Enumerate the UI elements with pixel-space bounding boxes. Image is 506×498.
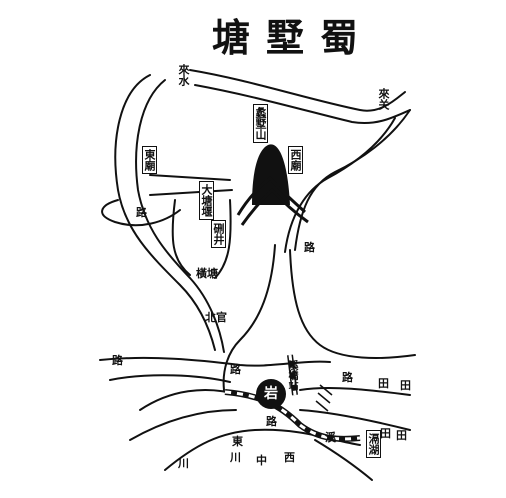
road-outer-loop bbox=[114, 74, 216, 351]
road-lower-west-2 bbox=[109, 374, 231, 383]
railway-dash bbox=[224, 390, 361, 441]
mountain-shape bbox=[236, 144, 309, 226]
mountain-label: 蠡墅山 bbox=[253, 104, 268, 143]
road-label-2: 路 bbox=[304, 241, 315, 254]
field-mark-2: 田 bbox=[400, 379, 411, 392]
bottom-mark-left: 川 bbox=[178, 457, 189, 470]
railway-north bbox=[287, 354, 298, 396]
horizontal-pond-label: 橫塘 bbox=[196, 267, 218, 280]
road-lower-right bbox=[299, 386, 411, 396]
center-mark: 中 bbox=[256, 454, 267, 467]
big-pond-label: 大塘堰 bbox=[199, 181, 214, 220]
east-temple-label: 東廟 bbox=[142, 146, 157, 174]
road-west-branch-3 bbox=[149, 189, 233, 196]
east-mark: 東 bbox=[232, 435, 243, 448]
road-lower-west bbox=[99, 356, 331, 367]
road-label-1: 路 bbox=[136, 206, 147, 219]
river-lake-label: 滆湖 bbox=[366, 430, 381, 458]
road-label-6: 路 bbox=[266, 415, 277, 428]
road-lower-left-sweep-2 bbox=[129, 409, 237, 441]
well-label: 硎井 bbox=[211, 220, 226, 248]
road-label-3: 路 bbox=[112, 354, 123, 367]
map-title: 塘墅蜀 bbox=[212, 15, 375, 60]
road-west-branch-2 bbox=[149, 174, 231, 181]
road-lower-right-2 bbox=[299, 409, 411, 431]
field-mark-1: 田 bbox=[378, 377, 389, 390]
bridge-label: 北官 bbox=[205, 311, 227, 324]
bottom-mark-mid: 川 bbox=[230, 451, 241, 464]
field-mark-4: 田 bbox=[396, 429, 407, 442]
road-well-link bbox=[171, 199, 191, 276]
road-top-arc-inner bbox=[194, 84, 411, 124]
road-central-2 bbox=[289, 249, 416, 359]
road-outer-loop-inner bbox=[135, 79, 225, 353]
road-right-descend-inner bbox=[284, 117, 396, 253]
road-lower-right-3 bbox=[314, 439, 373, 481]
creek-label: 溪 bbox=[325, 431, 336, 444]
west-temple-label: 西廟 bbox=[288, 146, 303, 174]
road-label-5: 路 bbox=[342, 371, 353, 384]
road-right-descend bbox=[294, 109, 411, 251]
station-label: 溪橋站 bbox=[286, 360, 297, 390]
road-west-branch bbox=[101, 199, 181, 227]
west-mark: 西 bbox=[284, 451, 295, 464]
from-water-label: 來水 bbox=[177, 64, 190, 86]
field-mark-3: 田 bbox=[380, 427, 391, 440]
road-well-link-2 bbox=[214, 199, 232, 279]
road-label-4: 路 bbox=[230, 363, 241, 376]
road-top-arc bbox=[189, 69, 406, 112]
from-flow-label: 來关 bbox=[377, 88, 390, 110]
road-central-1 bbox=[222, 244, 276, 391]
rock-label: 岩 bbox=[256, 379, 286, 409]
station-cluster bbox=[315, 384, 333, 412]
